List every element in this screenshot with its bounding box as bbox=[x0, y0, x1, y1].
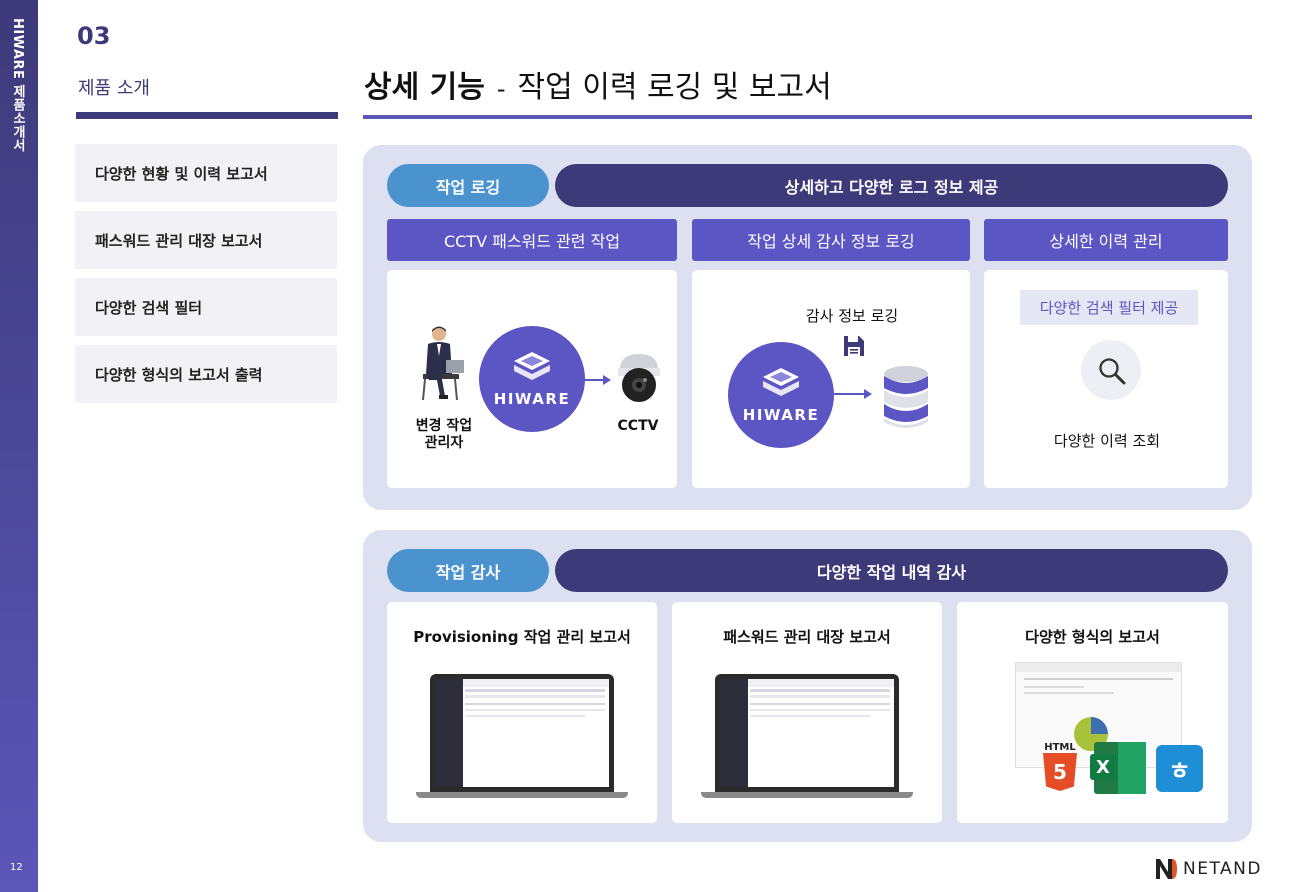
hiware-text: HIWARE bbox=[742, 406, 820, 424]
search-icon bbox=[1099, 358, 1126, 385]
database-icon bbox=[884, 366, 928, 428]
sub-header-cctv: CCTV 패스워드 관련 작업 bbox=[387, 219, 677, 261]
search-icon-bg bbox=[1081, 340, 1141, 400]
provisioning-report-title: Provisioning 작업 관리 보고서 bbox=[413, 628, 631, 646]
document-title: HIWARE 제품소개서 bbox=[10, 18, 25, 152]
section-divider bbox=[76, 112, 338, 119]
menu-item-search-filter[interactable]: 다양한 검색 필터 bbox=[75, 278, 337, 336]
section-name: 제품 소개 bbox=[78, 78, 150, 99]
audit-logging-card: 감사 정보 로깅 HIWARE bbox=[692, 270, 970, 488]
cctv-camera-icon bbox=[618, 354, 660, 402]
html5-icon: HTML 5 bbox=[1041, 742, 1079, 796]
audit-panel: 작업 감사 다양한 작업 내역 감사 Provisioning 작업 관리 보고… bbox=[363, 530, 1252, 842]
hiware-logo: HIWARE bbox=[479, 326, 585, 432]
menu-item-report-formats[interactable]: 다양한 형식의 보고서 출력 bbox=[75, 345, 337, 403]
sub-header-audit: 작업 상세 감사 정보 로깅 bbox=[692, 219, 970, 261]
arrow-right-icon bbox=[834, 389, 872, 399]
html5-shield: 5 bbox=[1043, 753, 1077, 791]
netand-logo: NETAND bbox=[1155, 858, 1262, 880]
menu-item-label: 다양한 현황 및 이력 보고서 bbox=[95, 164, 268, 183]
report-formats-title: 다양한 형식의 보고서 bbox=[1025, 628, 1160, 646]
left-sidebar: HIWARE 제품소개서 12 bbox=[0, 0, 38, 892]
netand-mark-icon bbox=[1156, 859, 1177, 879]
hiware-cube-icon bbox=[514, 352, 550, 380]
hiware-text: HIWARE bbox=[493, 390, 571, 408]
admin-person-icon bbox=[422, 326, 464, 401]
menu-item-password-report[interactable]: 패스워드 관리 대장 보고서 bbox=[75, 211, 337, 269]
menu-item-label: 다양한 형식의 보고서 출력 bbox=[95, 365, 263, 384]
history-lookup-label: 다양한 이력 조회 bbox=[1053, 432, 1161, 450]
logging-panel: 작업 로깅 상세하고 다양한 로그 정보 제공 CCTV 패스워드 관련 작업 … bbox=[363, 145, 1252, 510]
laptop-screenshot bbox=[701, 674, 913, 798]
admin-label: 변경 작업 관리자 bbox=[415, 418, 473, 451]
netand-wordmark: NETAND bbox=[1183, 859, 1262, 879]
excel-letter: X bbox=[1090, 754, 1116, 780]
cctv-label: CCTV bbox=[617, 418, 659, 434]
report-formats-card: 다양한 형식의 보고서 HTML 5 X ㅎ bbox=[957, 602, 1228, 823]
html-label: HTML bbox=[1044, 742, 1076, 753]
section-number: 03 bbox=[77, 22, 111, 50]
menu-item-label: 다양한 검색 필터 bbox=[95, 298, 203, 317]
audit-logging-label: 감사 정보 로깅 bbox=[805, 307, 899, 325]
laptop-screenshot bbox=[416, 674, 628, 798]
audit-banner: 다양한 작업 내역 감사 bbox=[555, 549, 1228, 592]
sub-header-history: 상세한 이력 관리 bbox=[984, 219, 1228, 261]
password-report-title: 패스워드 관리 대장 보고서 bbox=[723, 628, 891, 646]
hiware-cube-icon bbox=[763, 368, 799, 396]
provisioning-report-card: Provisioning 작업 관리 보고서 bbox=[387, 602, 657, 823]
arrow-right-icon bbox=[585, 375, 611, 385]
search-filter-label: 다양한 검색 필터 제공 bbox=[1020, 290, 1198, 325]
title-rest: 작업 이력 로깅 및 보고서 bbox=[517, 70, 832, 105]
logging-banner: 상세하고 다양한 로그 정보 제공 bbox=[555, 164, 1228, 207]
hwp-icon: ㅎ bbox=[1156, 745, 1203, 792]
save-icon bbox=[844, 336, 864, 356]
menu-item-status-report[interactable]: 다양한 현황 및 이력 보고서 bbox=[75, 144, 337, 202]
title-dash: - bbox=[496, 75, 506, 103]
menu-item-label: 패스워드 관리 대장 보고서 bbox=[95, 231, 263, 250]
page-title: 상세 기능-작업 이력 로깅 및 보고서 bbox=[364, 62, 832, 106]
cctv-card: 변경 작업 관리자 HIWARE CCTV bbox=[387, 270, 677, 488]
audit-pill: 작업 감사 bbox=[387, 549, 549, 592]
hiware-logo: HIWARE bbox=[728, 342, 834, 448]
title-underline bbox=[363, 115, 1252, 119]
page-number: 12 bbox=[10, 862, 23, 873]
history-card: 다양한 검색 필터 제공 다양한 이력 조회 bbox=[984, 270, 1228, 488]
password-report-card: 패스워드 관리 대장 보고서 bbox=[672, 602, 942, 823]
excel-icon: X bbox=[1090, 742, 1146, 794]
logging-pill: 작업 로깅 bbox=[387, 164, 549, 207]
title-bold: 상세 기능 bbox=[364, 70, 485, 105]
